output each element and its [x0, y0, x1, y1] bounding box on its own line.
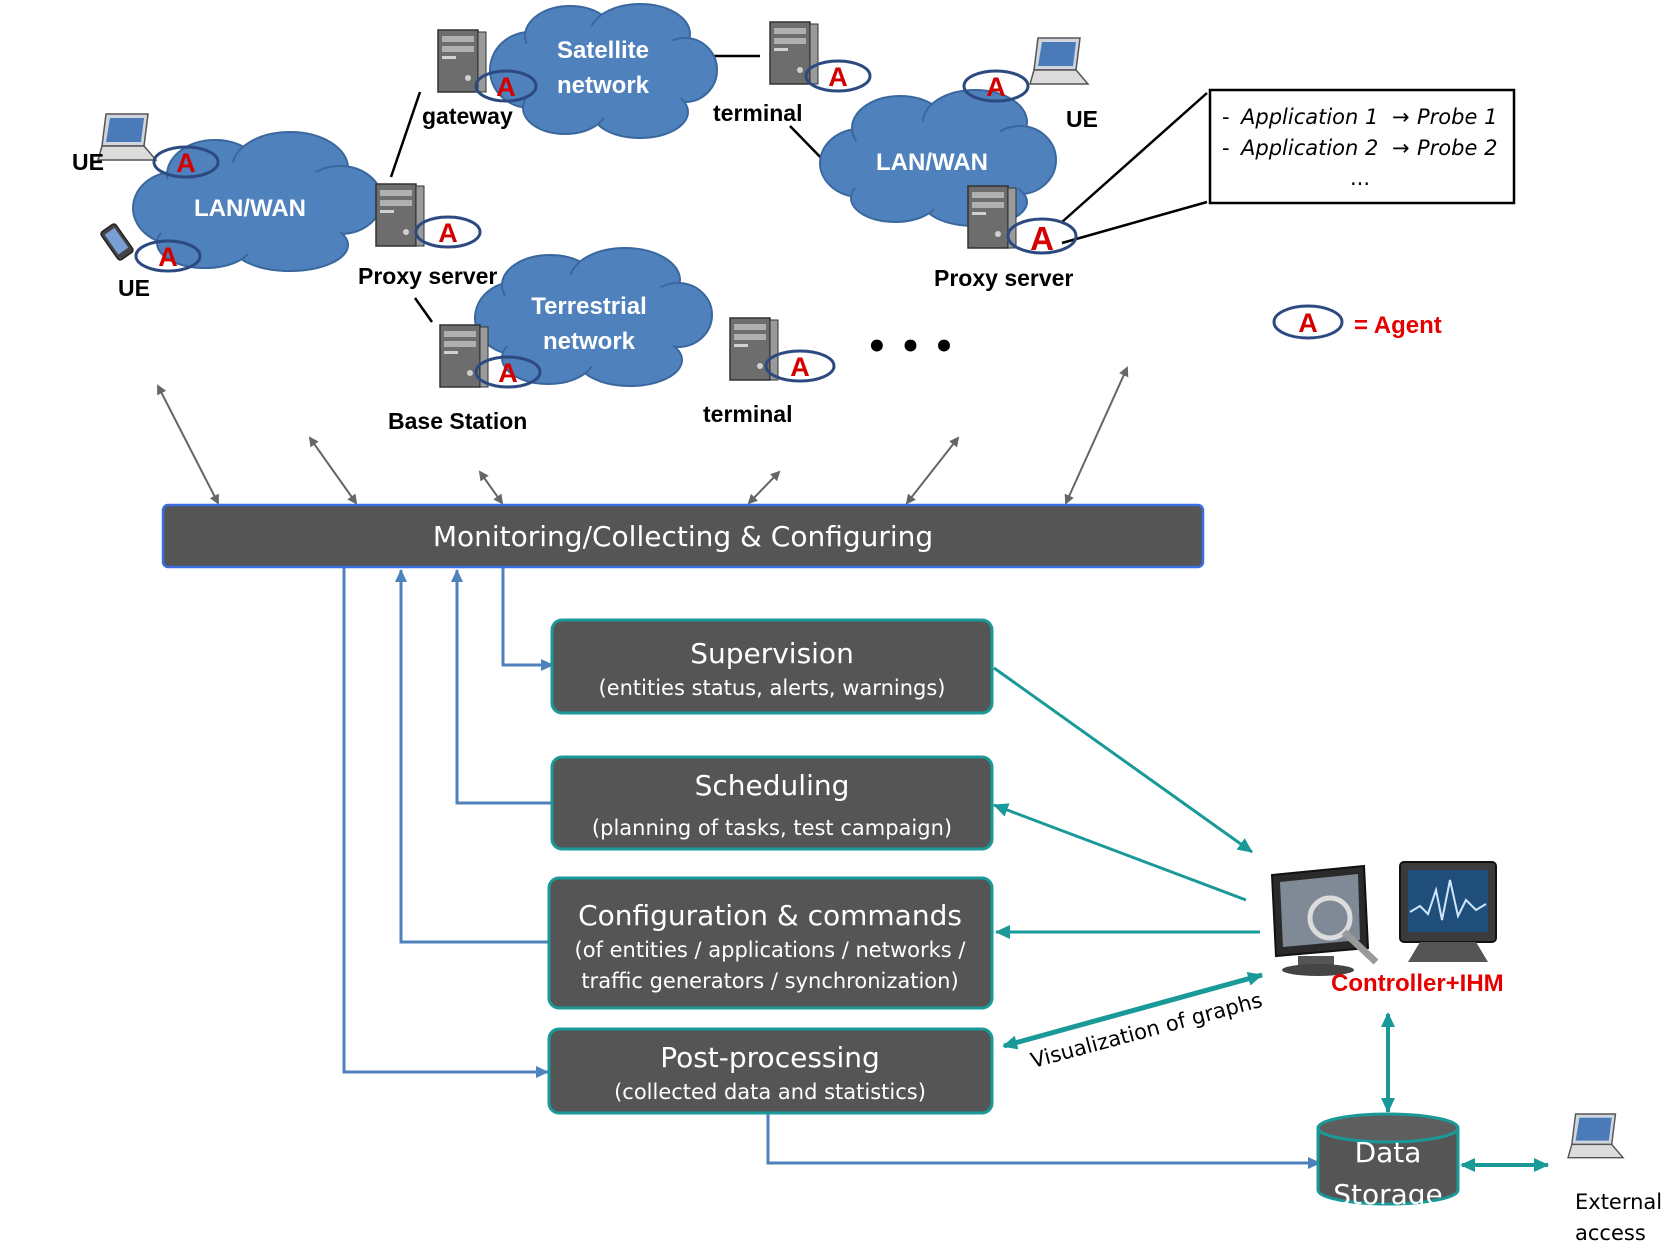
supervision-subtitle: (entities status, alerts, warnings): [599, 676, 946, 700]
base-station-label: Base Station: [388, 408, 527, 434]
agent-monitoring-arrows: [157, 366, 1129, 505]
terminal-satellite-server-icon: [769, 21, 819, 85]
svg-text:A: A: [158, 242, 178, 272]
probe-app-2: Application 2: [1239, 136, 1378, 160]
agent-badge-ue-right: A: [962, 69, 1030, 103]
configuration-commands-box: Configuration & commands (of entities / …: [547, 876, 994, 1010]
agent-legend-text: = Agent: [1354, 312, 1442, 339]
callout-line-top: [1061, 92, 1208, 223]
monitoring-bar-label: Monitoring/Collecting & Configuring: [433, 520, 933, 553]
svg-text:-: -: [1222, 136, 1230, 160]
agent-badge-terminal-terr: A: [764, 349, 836, 383]
agent-legend: A = Agent: [1272, 304, 1442, 340]
svg-text:A: A: [1030, 220, 1054, 257]
ue-phone-icon: [100, 223, 134, 261]
agent-badge-proxy-right: A: [1006, 217, 1078, 257]
ellipsis-more-networks: • • •: [866, 327, 955, 367]
proxy-left-label: Proxy server: [358, 263, 497, 289]
link-proxy-gateway: [389, 91, 422, 178]
base-station-server-icon: [439, 324, 489, 388]
agent-badge-base-station: A: [474, 355, 542, 389]
probe-2: Probe 2: [1417, 136, 1497, 160]
svg-text:A: A: [438, 218, 458, 248]
scheduling-title: Scheduling: [695, 769, 850, 802]
gateway-server-icon: [437, 29, 487, 93]
svg-text:A: A: [1298, 308, 1318, 338]
probe-app-1: Application 1: [1239, 105, 1378, 129]
post-processing-subtitle: (collected data and statistics): [614, 1080, 926, 1104]
post-processing-title: Post-processing: [660, 1041, 880, 1074]
cloud-label: LAN/WAN: [876, 149, 988, 176]
supervision-box: Supervision (entities status, alerts, wa…: [550, 618, 994, 715]
svg-text:A: A: [986, 72, 1006, 102]
scheduling-subtitle: (planning of tasks, test campaign): [592, 816, 952, 840]
ue-laptop-left-icon: [97, 113, 157, 161]
ue-label-bottom-left: UE: [118, 275, 150, 301]
svg-text:A: A: [790, 352, 810, 382]
scheduling-box: Scheduling (planning of tasks, test camp…: [550, 755, 994, 851]
supervision-title: Supervision: [690, 637, 854, 670]
callout-line-bottom: [1061, 200, 1208, 245]
controller-label: Controller+IHM: [1331, 970, 1504, 997]
agent-badge-proxy-left: A: [414, 215, 482, 249]
agent-badge-terminal-sat: A: [804, 59, 872, 93]
terminal-terrestrial-server-icon: [729, 317, 779, 381]
configuration-subtitle-1: (of entities / applications / networks /: [575, 938, 967, 962]
cloud-label-line1: Satellite: [557, 37, 649, 64]
link-proxy-basestation: [413, 297, 434, 323]
svg-text:-: -: [1222, 105, 1230, 129]
post-processing-box: Post-processing (collected data and stat…: [547, 1027, 994, 1115]
external-laptop-icon: [1567, 1113, 1624, 1159]
proxy-right-label: Proxy server: [934, 265, 1073, 291]
magnifier-icon: [1307, 895, 1353, 941]
ue-laptop-right-icon: [1029, 37, 1089, 85]
probe-more: ...: [1350, 166, 1370, 190]
probe-arrow-1: →: [1392, 105, 1410, 129]
cloud-satellite: Satellite network: [489, 3, 718, 139]
configuration-title: Configuration & commands: [578, 899, 962, 932]
monitoring-collecting-configuring-bar: Monitoring/Collecting & Configuring: [161, 503, 1205, 569]
agent-badge-ue-left-top: A: [152, 145, 220, 179]
configuration-subtitle-2: traffic generators / synchronization): [581, 969, 958, 993]
gateway-label: gateway: [422, 103, 513, 129]
probe-1: Probe 1: [1417, 105, 1497, 129]
controller-monitor-icon: [1270, 864, 1379, 976]
blue-flow-lines: [342, 568, 1321, 1169]
cloud-lan-wan-right: LAN/WAN: [819, 89, 1057, 227]
terminal-terr-label: terminal: [703, 401, 792, 427]
data-storage-label-1: Data: [1355, 1136, 1422, 1169]
svg-text:A: A: [828, 62, 848, 92]
cloud-label-line2: network: [543, 328, 636, 355]
cloud-label-line2: network: [557, 72, 650, 99]
agent-badge-ue-left-bottom: A: [134, 239, 202, 273]
ue-label-top-left: UE: [72, 149, 104, 175]
cloud-label-line1: Terrestrial: [531, 293, 647, 320]
data-storage-cylinder: Data Storage: [1316, 1112, 1460, 1211]
teal-flow-lines: [993, 666, 1549, 1172]
controller-graph-monitor-icon: [1399, 861, 1497, 962]
external-access-label-1: External: [1575, 1190, 1662, 1214]
agent-badge-gateway: A: [474, 69, 538, 103]
cloud-label: LAN/WAN: [194, 195, 306, 222]
svg-text:A: A: [498, 358, 518, 388]
ue-label-right: UE: [1066, 106, 1098, 132]
svg-text:A: A: [496, 72, 516, 102]
terminal-sat-label: terminal: [713, 100, 802, 126]
probe-arrow-2: →: [1392, 136, 1410, 160]
cloud-terrestrial: Terrestrial network: [474, 247, 713, 387]
svg-text:A: A: [176, 148, 196, 178]
probe-callout-box: - Application 1 → Probe 1 - Application …: [1208, 88, 1516, 205]
data-storage-label-2: Storage: [1333, 1178, 1443, 1211]
external-access-label-2: access: [1575, 1221, 1646, 1245]
